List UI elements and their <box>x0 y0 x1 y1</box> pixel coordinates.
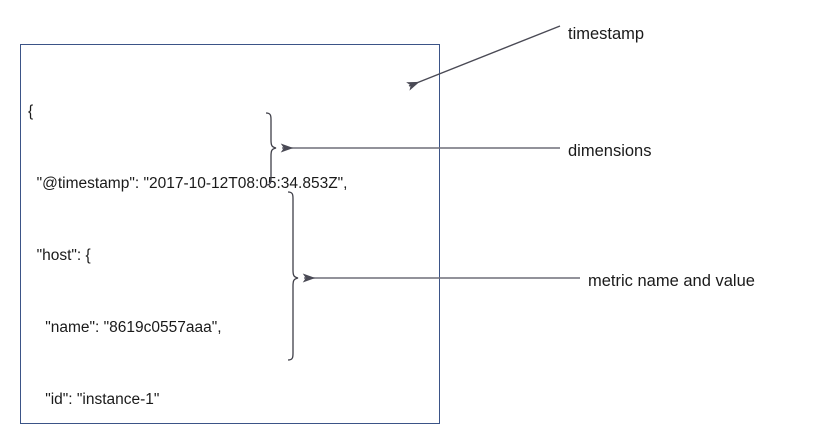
json-document-box <box>20 44 440 424</box>
json-line: { <box>28 103 34 120</box>
json-line-host-open: "host": { <box>28 247 91 264</box>
annotation-label-timestamp: timestamp <box>568 25 645 43</box>
json-line-timestamp: "@timestamp": "2017-10-12T08:05:34.853Z"… <box>28 175 348 192</box>
json-line-host-id: "id": "instance-1" <box>28 391 160 408</box>
annotation-label-metric: metric name and value <box>588 272 755 290</box>
json-line-host-name: "name": "8619c0557aaa", <box>28 319 222 336</box>
json-document-code: { "@timestamp": "2017-10-12T08:05:34.853… <box>28 52 448 437</box>
annotation-label-dimensions: dimensions <box>568 142 652 160</box>
